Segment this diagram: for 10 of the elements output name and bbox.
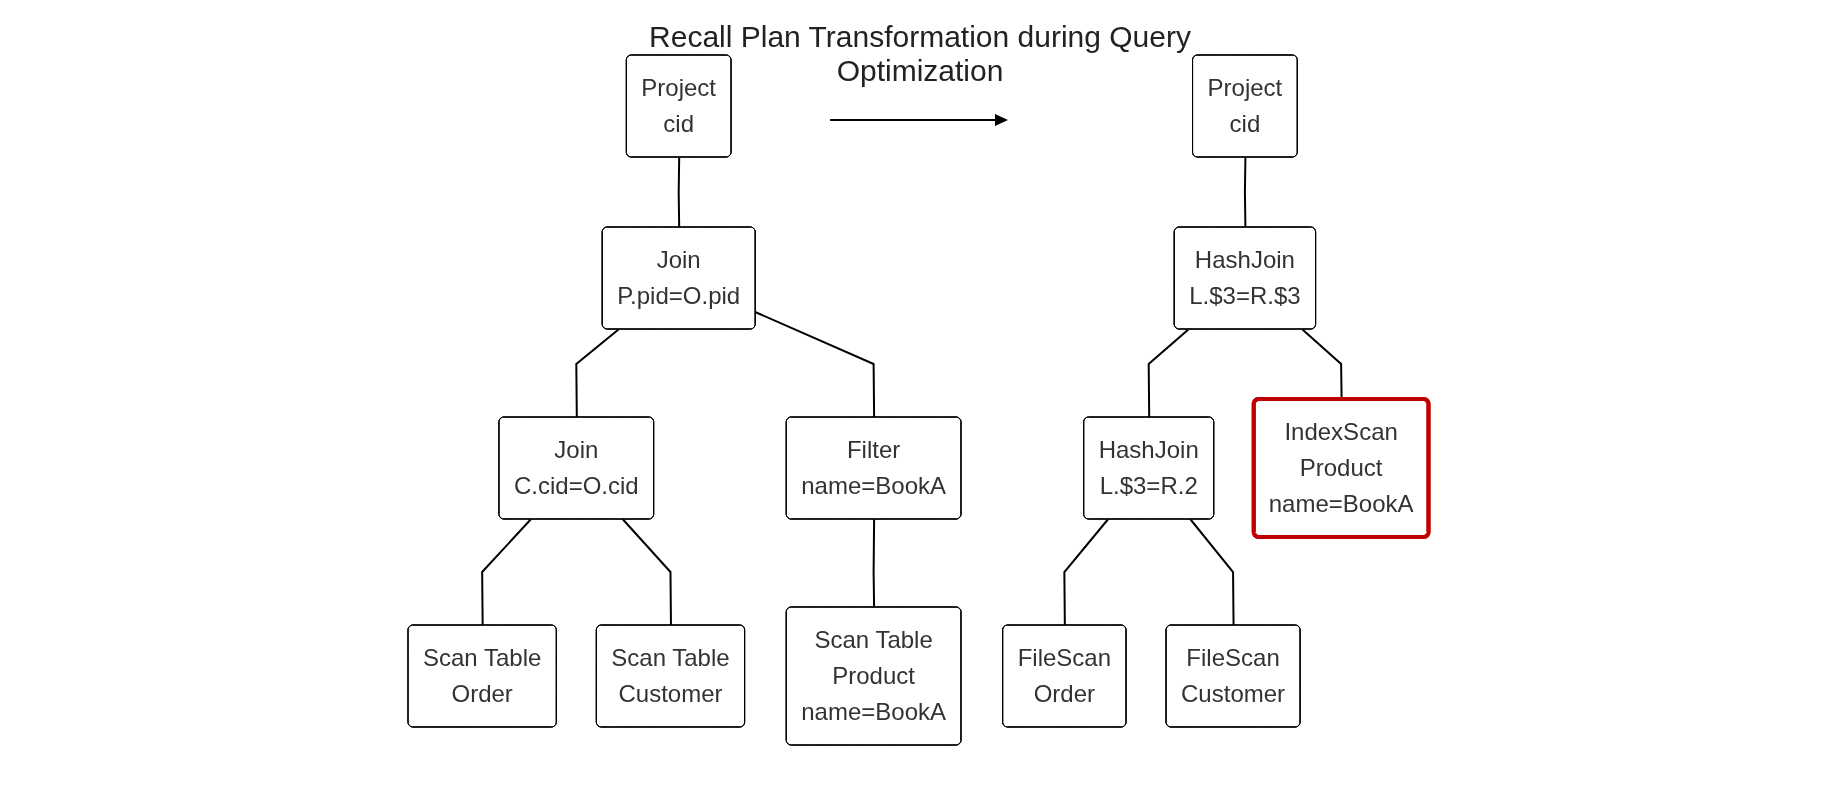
connector [480,518,532,626]
connector [872,518,875,608]
connector [1063,518,1109,626]
connector [575,328,620,418]
connector [621,518,672,626]
connector [1147,328,1190,418]
connector [677,156,680,228]
connector [1243,156,1247,228]
connector [1189,518,1235,626]
connector [754,310,875,418]
